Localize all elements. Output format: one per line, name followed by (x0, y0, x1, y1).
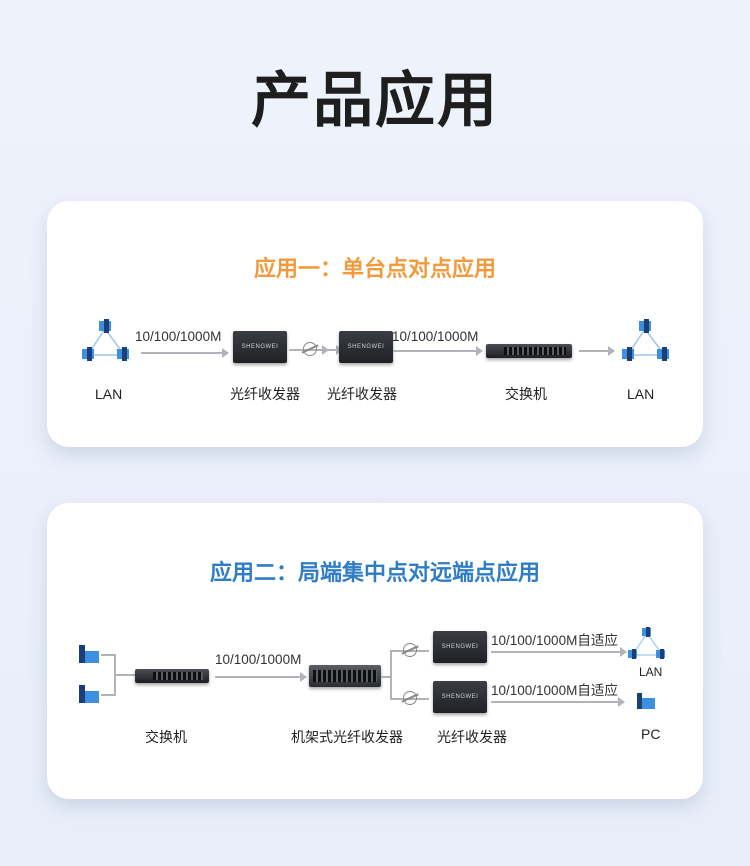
arrow (393, 346, 483, 356)
lan-left-label: LAN (95, 386, 123, 402)
application-card-1: 应用一：单台点对点应用 LAN 10/100/1000M SHENGWEI 光纤… (47, 201, 703, 447)
arrow (579, 346, 615, 356)
converter-label: 光纤收发器 (327, 386, 397, 402)
fiber-converter: SHENGWEI (339, 331, 393, 363)
pc-icon (79, 645, 99, 663)
converter-label: 光纤收发器 (230, 386, 300, 402)
converter-label: 光纤收发器 (437, 729, 507, 745)
lan-right-label: LAN (627, 386, 655, 402)
page-title: 产品应用 (251, 66, 499, 136)
lan-network-icon (622, 319, 669, 361)
fiber-cable-icon (403, 691, 417, 705)
fiber-cable-icon (303, 342, 317, 356)
speed-label: 10/100/1000M (135, 329, 222, 344)
arrow (491, 647, 627, 657)
rack-fiber-converter (309, 665, 381, 687)
speed-label: 10/100/1000M (392, 329, 479, 344)
speed-label-top: 10/100/1000M自适应 (491, 633, 618, 648)
arrow (141, 348, 229, 358)
lan-network-icon (82, 319, 129, 361)
switch-ports (504, 347, 566, 355)
network-switch (135, 669, 209, 683)
card-title: 应用一：单台点对点应用 (253, 257, 496, 282)
fiber-converter: SHENGWEI (433, 631, 487, 663)
rack-ports (313, 670, 377, 682)
card-title: 应用二：局端集中点对远端点应用 (209, 561, 540, 586)
connector-lines (101, 654, 135, 696)
pc-label: PC (641, 726, 661, 742)
fiber-converter: SHENGWEI (233, 331, 287, 363)
arrow (215, 672, 307, 682)
network-switch (486, 344, 572, 358)
device-brand: SHENGWEI (441, 644, 479, 650)
switch-ports (153, 672, 203, 680)
speed-label-bottom: 10/100/1000M自适应 (491, 683, 618, 698)
device-brand: SHENGWEI (347, 344, 385, 350)
pc-icon (79, 685, 99, 703)
device-brand: SHENGWEI (441, 694, 479, 700)
arrow (317, 345, 343, 355)
arrow (491, 697, 625, 707)
rack-label: 机架式光纤收发器 (291, 729, 403, 745)
device-brand: SHENGWEI (241, 344, 279, 350)
lan-label: LAN (639, 665, 663, 679)
fiber-cable-icon (403, 643, 417, 657)
switch-label: 交换机 (505, 386, 547, 402)
fiber-converter: SHENGWEI (433, 681, 487, 713)
application-card-2: 应用二：局端集中点对远端点应用 交换机 10/100/1000M 机架式光纤收发… (47, 503, 703, 799)
switch-label: 交换机 (145, 729, 187, 745)
speed-label: 10/100/1000M (215, 652, 302, 667)
lan-network-icon (628, 627, 665, 659)
pc-icon (637, 693, 655, 709)
